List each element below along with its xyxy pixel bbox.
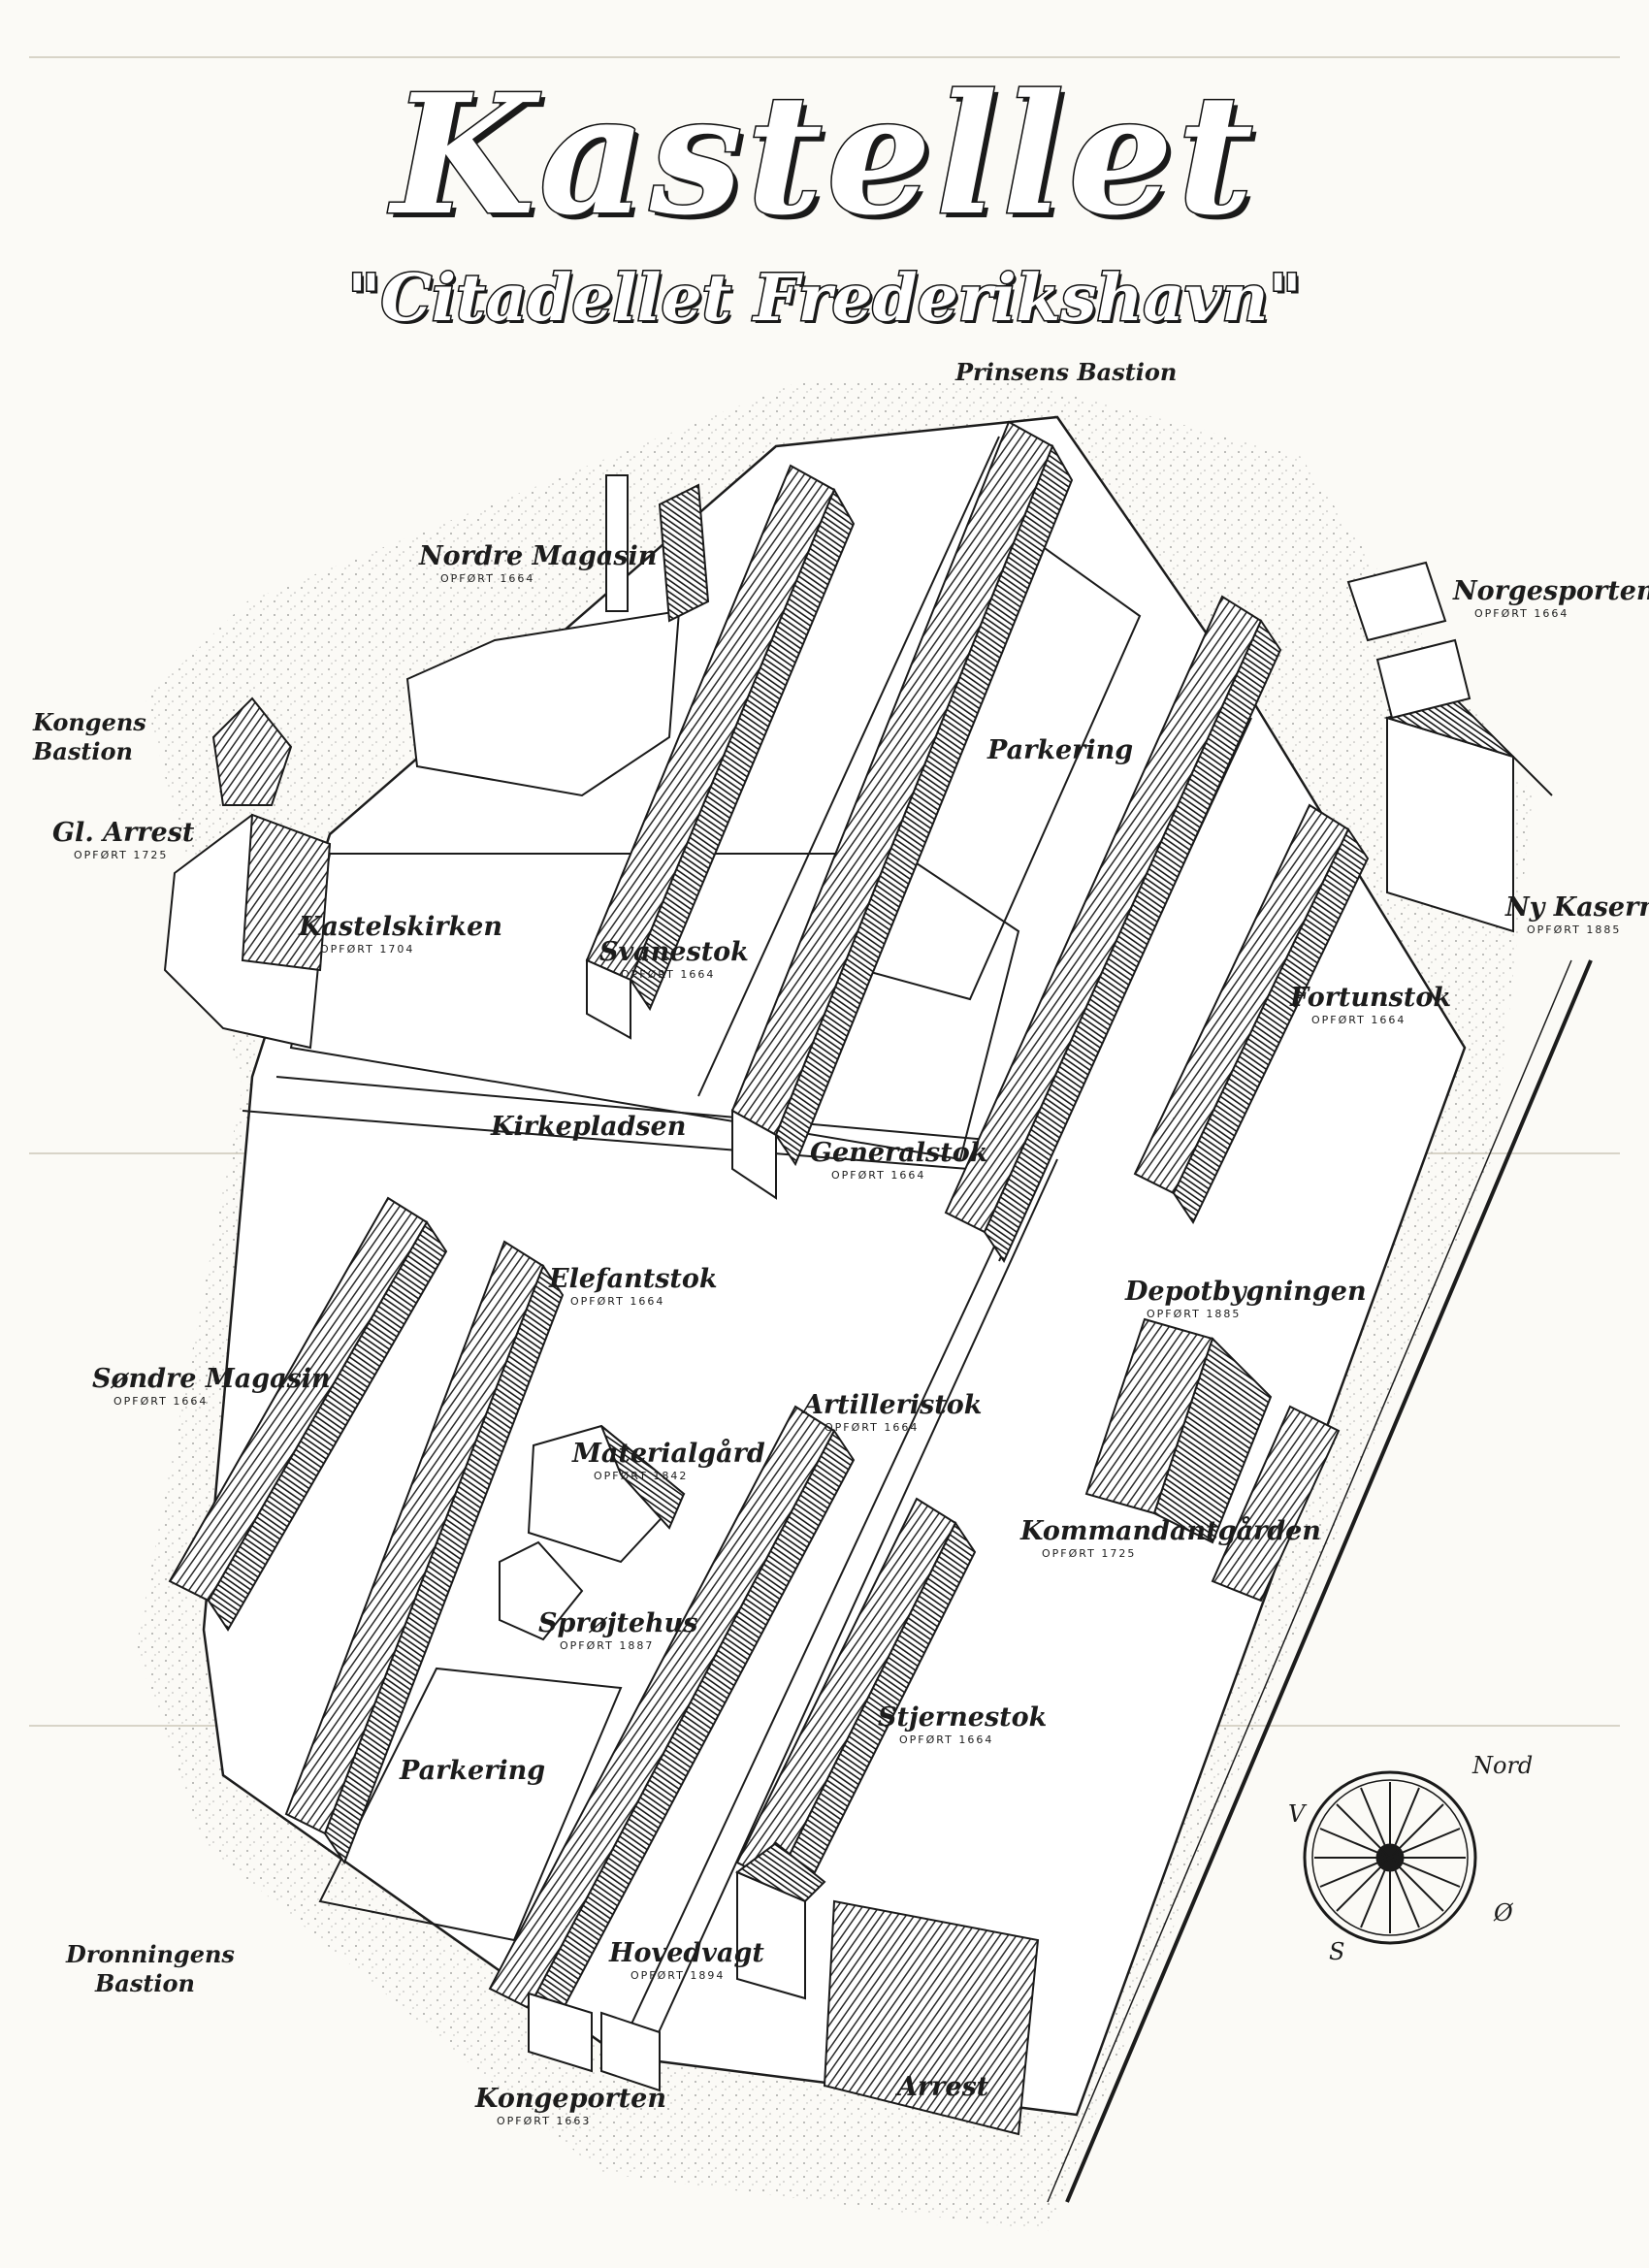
compass-rose [1303, 1770, 1477, 1945]
map-subtitle: "Citadellet Frederikshavn" [346, 259, 1304, 338]
label-svanestok: Svanestok OPFØRT 1664 [599, 937, 749, 981]
label-nordre-magasin: Nordre Magasin OPFØRT 1664 [419, 541, 658, 585]
compass-east-label: Ø [1494, 1899, 1513, 1927]
compass-north-label: Nord [1472, 1752, 1534, 1779]
label-generalstok: Generalstok OPFØRT 1664 [810, 1138, 988, 1182]
label-elefantstok: Elefantstok OPFØRT 1664 [549, 1264, 718, 1308]
label-parkering-south: Parkering [400, 1756, 546, 1786]
label-artilleristok: Artilleristok OPFØRT 1664 [803, 1390, 983, 1434]
label-materialgard: Materialgård OPFØRT 1842 [572, 1439, 765, 1482]
label-kongens-bastion: Kongens Bastion [33, 708, 146, 765]
label-parkering-north: Parkering [987, 735, 1134, 765]
compass-south-label: S [1329, 1938, 1345, 1965]
label-kastelskirken: Kastelskirken OPFØRT 1704 [299, 912, 502, 956]
barracks [163, 420, 1553, 2136]
label-sondre-magasin: Søndre Magasin OPFØRT 1664 [92, 1364, 331, 1408]
label-stjernestok: Stjernestok OPFØRT 1664 [878, 1702, 1048, 1746]
label-sprojtehus: Sprøjtehus OPFØRT 1887 [538, 1608, 698, 1652]
label-kongeporten: Kongeporten OPFØRT 1663 [475, 2084, 666, 2127]
label-dronningens-bastion: Dronningens Bastion [66, 1940, 235, 1997]
label-kommandantgarden: Kommandantgården OPFØRT 1725 [1020, 1516, 1321, 1560]
label-gl-arrest: Gl. Arrest OPFØRT 1725 [52, 818, 195, 861]
label-norgesporten: Norgesporten OPFØRT 1664 [1453, 576, 1649, 620]
label-prinsens-bastion: Prinsens Bastion [955, 358, 1178, 386]
top-edge-line [29, 56, 1620, 58]
label-arrest: Arrest [897, 2072, 989, 2102]
compass-west-label: V [1288, 1800, 1306, 1828]
label-hovedvagt: Hovedvagt OPFØRT 1894 [609, 1938, 764, 1982]
label-kirkepladsen: Kirkepladsen [491, 1112, 687, 1142]
map-title: Kastellet [390, 57, 1258, 254]
label-depotbygningen: Depotbygningen OPFØRT 1885 [1125, 1277, 1367, 1320]
label-fortunstok: Fortunstok OPFØRT 1664 [1290, 983, 1452, 1026]
label-ny-kaserne: Ny Kaserne OPFØRT 1885 [1505, 892, 1649, 936]
